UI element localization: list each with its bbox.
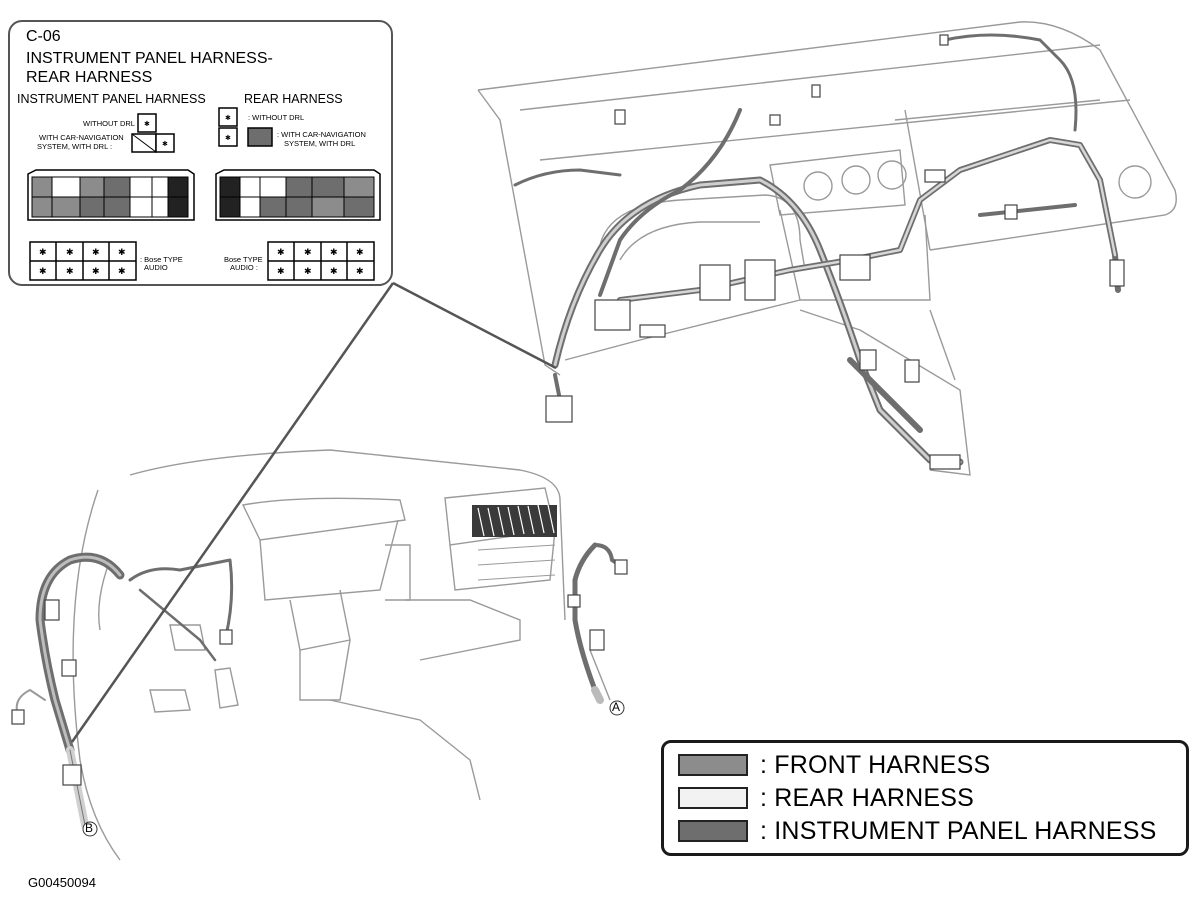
legend-label-instrument-panel: : INSTRUMENT PANEL HARNESS <box>760 816 1157 845</box>
legend-item-rear-harness: : REAR HARNESS <box>678 783 974 812</box>
figure-id: G00450094 <box>28 875 96 890</box>
right-connector-heading: REAR HARNESS <box>244 92 343 106</box>
left-bose-label-1: : Bose TYPE <box>140 255 183 264</box>
svg-text:✱: ✱ <box>277 266 285 276</box>
svg-text:✱: ✱ <box>118 247 126 257</box>
right-bose-label-2: AUDIO : <box>230 263 258 272</box>
svg-text:✱: ✱ <box>144 120 150 128</box>
left-connector-heading: INSTRUMENT PANEL HARNESS <box>17 92 206 106</box>
svg-text:✱: ✱ <box>66 247 74 257</box>
svg-text:✱: ✱ <box>304 247 312 257</box>
right-carnav-label-1: : WITH CAR-NAVIGATION <box>277 130 366 139</box>
connector-title-line-1: INSTRUMENT PANEL HARNESS- <box>26 50 273 67</box>
svg-text:✱: ✱ <box>304 266 312 276</box>
right-without-drl-label: : WITHOUT DRL <box>248 113 305 122</box>
legend-label-rear: : REAR HARNESS <box>760 783 974 812</box>
left-without-drl-label: WITHOUT DRL : <box>83 119 139 128</box>
right-carnav-label-2: SYSTEM, WITH DRL <box>284 139 356 148</box>
left-carnav-label-1: WITH CAR-NAVIGATION <box>39 133 124 142</box>
harness-legend: : FRONT HARNESS : REAR HARNESS : INSTRUM… <box>661 740 1189 856</box>
svg-text:✱: ✱ <box>277 247 285 257</box>
svg-text:✱: ✱ <box>356 247 364 257</box>
svg-text:✱: ✱ <box>225 134 231 142</box>
connector-code: C-06 <box>26 28 61 45</box>
svg-text:✱: ✱ <box>162 140 168 148</box>
left-carnav-label-2: SYSTEM, WITH DRL : <box>37 142 113 151</box>
connector-title: INSTRUMENT PANEL HARNESS- REAR HARNESS <box>26 49 273 87</box>
svg-text:✱: ✱ <box>92 247 100 257</box>
right-bose-label-1: Bose TYPE <box>224 255 263 264</box>
connector-face-drawings: ✱ ✱ <box>27 107 381 281</box>
legend-swatch-rear <box>678 787 748 809</box>
svg-text:✱: ✱ <box>330 247 338 257</box>
svg-text:✱: ✱ <box>39 247 47 257</box>
svg-text:✱: ✱ <box>356 266 364 276</box>
left-bose-label-2: AUDIO <box>144 263 168 272</box>
svg-text:✱: ✱ <box>92 266 100 276</box>
svg-text:✱: ✱ <box>330 266 338 276</box>
svg-text:✱: ✱ <box>118 266 126 276</box>
marker-b: B <box>85 821 94 835</box>
svg-text:✱: ✱ <box>66 266 74 276</box>
legend-swatch-front <box>678 754 748 776</box>
legend-item-instrument-panel-harness: : INSTRUMENT PANEL HARNESS <box>678 816 1157 845</box>
legend-label-front: : FRONT HARNESS <box>760 750 991 779</box>
connector-title-line-2: REAR HARNESS <box>26 69 153 86</box>
legend-item-front-harness: : FRONT HARNESS <box>678 750 991 779</box>
marker-a: A <box>612 700 621 714</box>
legend-swatch-instrument-panel <box>678 820 748 842</box>
svg-text:✱: ✱ <box>225 114 231 122</box>
connector-callout: C-06 INSTRUMENT PANEL HARNESS- REAR HARN… <box>8 20 393 286</box>
svg-text:✱: ✱ <box>39 266 47 276</box>
